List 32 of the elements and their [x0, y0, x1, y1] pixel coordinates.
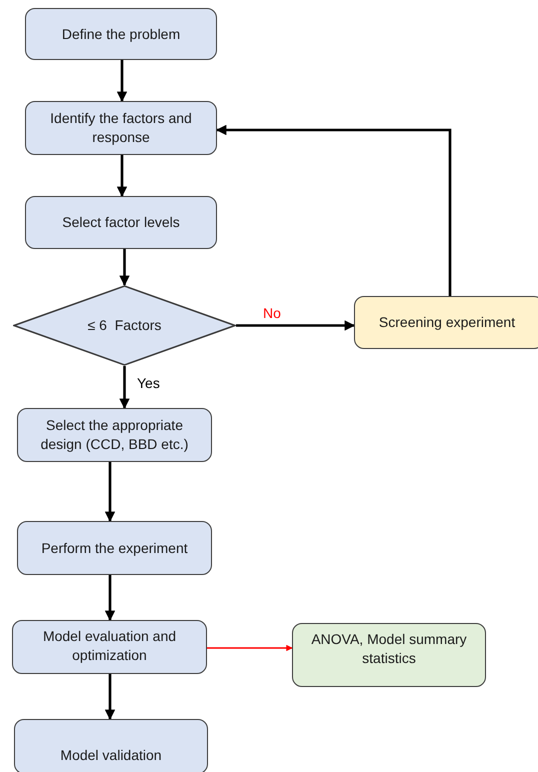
node-text: Select the appropriate design (CCD, BBD etc.)	[40, 416, 190, 454]
process-box	[25, 101, 217, 155]
arrow	[207, 644, 293, 652]
process-box	[17, 408, 212, 462]
node-text: Identify the factors and response	[49, 109, 193, 147]
edge-label: Yes	[136, 376, 161, 392]
node-text: Model evaluation and optimization	[42, 627, 178, 665]
process-box	[25, 196, 217, 249]
arrow	[116, 155, 128, 198]
process-box	[17, 521, 212, 575]
arrow	[104, 674, 116, 720]
node-text: Screening experiment	[378, 313, 516, 332]
node-text: Define the problem	[62, 24, 180, 44]
process-box	[292, 623, 486, 687]
arrow	[119, 249, 130, 286]
arrow	[236, 320, 356, 331]
node-text: ≤ 6 Factors	[88, 316, 162, 335]
arrow	[104, 575, 116, 622]
node-text: ANOVA, Model summary statistics	[310, 630, 468, 668]
node-text: Perform the experiment	[41, 538, 188, 558]
arrow	[116, 60, 128, 102]
process-box	[354, 296, 538, 349]
process-box	[25, 8, 217, 60]
edge-label: No	[262, 306, 282, 322]
arrow	[216, 124, 452, 296]
decision-diamond	[13, 285, 236, 366]
node-text: Select factor levels	[62, 213, 180, 232]
process-box	[14, 719, 208, 772]
arrow	[119, 366, 130, 410]
arrow	[104, 462, 116, 522]
node-text: Model validation	[60, 746, 162, 765]
process-box	[12, 620, 207, 674]
